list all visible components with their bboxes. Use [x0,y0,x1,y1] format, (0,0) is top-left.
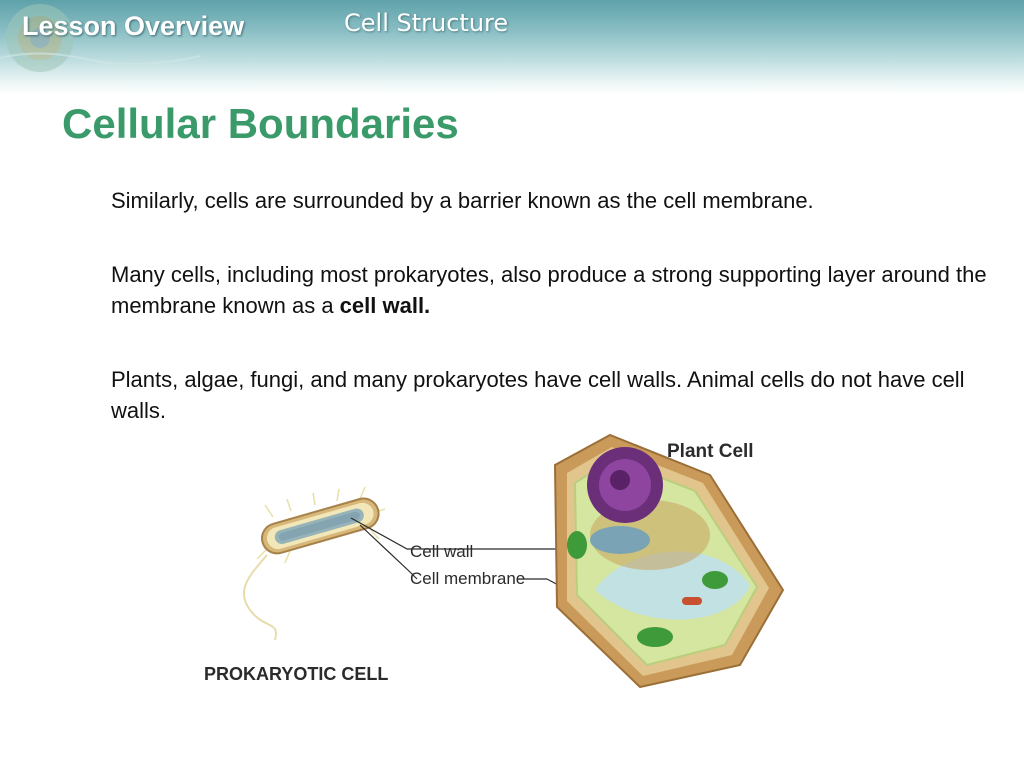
cell-diagram: PROKARYOTIC CELL Cell wall Cell membrane [204,433,785,689]
slide-title: Cellular Boundaries [62,100,459,147]
chapter-title: Cell Structure [344,9,509,37]
cell-wall-term: cell wall. [339,293,431,318]
header-banner [0,0,1024,95]
paragraph-cell-walls-organisms: Plants, algae, fungi, and many prokaryot… [111,367,965,423]
prokaryotic-cell-label: PROKARYOTIC CELL [204,664,388,684]
plant-cell-illustration: Plant Cell [553,433,785,689]
paragraph-cell-membrane: Similarly, cells are surrounded by a bar… [111,188,814,213]
plant-cell-label: Plant Cell [667,441,754,462]
paragraph-cell-wall: Many cells, including most prokaryotes, … [111,259,991,321]
banner-decoration [0,4,201,72]
prokaryotic-cell-illustration: PROKARYOTIC CELL [204,486,388,684]
cell-membrane-label: Cell membrane [410,569,525,588]
paragraph-cell-wall-text: Many cells, including most prokaryotes, … [111,262,987,318]
lesson-overview-label: Lesson Overview [22,11,245,41]
cell-wall-label: Cell wall [410,542,473,561]
